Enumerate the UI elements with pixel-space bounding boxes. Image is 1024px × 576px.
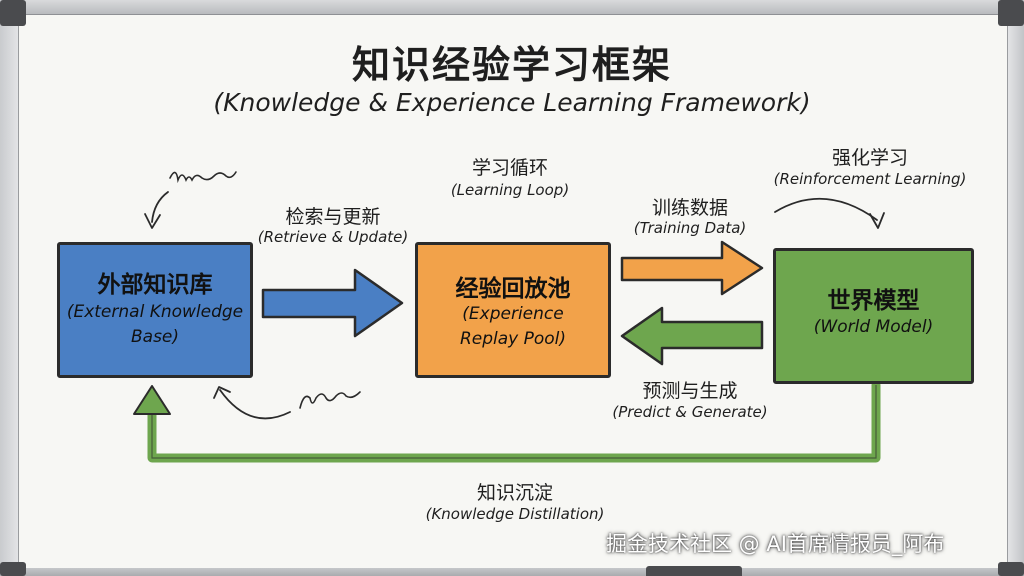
node-external-knowledge-base: 外部知识库 (External Knowledge Base)	[57, 242, 253, 378]
label-distillation-en: (Knowledge Distillation)	[425, 505, 605, 523]
node-world-title: 世界模型	[827, 288, 920, 314]
curved-arrow-reinforcement	[774, 197, 878, 221]
label-training-zh: 训练数据	[651, 197, 728, 219]
node-external-subtitle-2: Base)	[130, 327, 180, 347]
arrow-head-distillation	[133, 385, 171, 415]
node-pool-subtitle-1: (Experience	[462, 304, 564, 324]
marker-tray	[646, 566, 742, 576]
frame-corner-top-right	[998, 0, 1024, 26]
curved-arrow-bottom	[219, 389, 291, 420]
frame-corner-bottom-right	[998, 562, 1024, 576]
label-retrieve-en: (Retrieve & Update)	[257, 228, 409, 246]
frame-corner-top-left	[0, 0, 26, 26]
watermark: 掘金技术社区 @ AI首席情报员_阿布	[606, 532, 945, 556]
label-reinforcement-en: (Reinforcement Learning)	[773, 170, 967, 188]
node-world-subtitle: (World Model)	[813, 317, 934, 337]
scribble-top-left	[169, 171, 237, 184]
scribble-bottom	[299, 391, 361, 409]
frame-corner-bottom-left	[0, 562, 26, 576]
whiteboard-frame-bottom	[0, 568, 1024, 576]
curved-arrow-top-left	[151, 191, 169, 223]
node-external-title: 外部知识库	[97, 272, 213, 298]
node-pool-title: 经验回放池	[455, 276, 571, 302]
arrow-retrieve-update	[261, 268, 404, 338]
label-predict-en: (Predict & Generate)	[612, 403, 768, 421]
label-predict-zh: 预测与生成	[642, 380, 738, 402]
label-learning-loop-en: (Learning Loop)	[450, 181, 570, 199]
label-distillation-zh: 知识沉淀	[476, 482, 553, 504]
page-title: 知识经验学习框架	[351, 43, 672, 87]
node-external-subtitle-1: (External Knowledge	[66, 302, 244, 322]
arrow-training-data	[620, 240, 764, 296]
label-learning-loop-zh: 学习循环	[471, 157, 548, 179]
whiteboard-frame-left	[0, 0, 19, 576]
node-experience-replay-pool: 经验回放池 (Experience Replay Pool)	[415, 242, 611, 378]
node-world-model: 世界模型 (World Model)	[773, 248, 974, 384]
label-retrieve-zh: 检索与更新	[285, 206, 381, 228]
label-reinforcement-zh: 强化学习	[831, 147, 908, 169]
node-pool-subtitle-2: Replay Pool)	[459, 329, 567, 349]
whiteboard-frame-top	[0, 0, 1024, 15]
label-training-en: (Training Data)	[633, 219, 747, 237]
arrow-predict-generate	[620, 306, 764, 366]
whiteboard-frame-right	[1007, 0, 1024, 576]
page-subtitle: (Knowledge & Experience Learning Framewo…	[213, 88, 811, 117]
arrow-knowledge-distillation	[147, 380, 881, 463]
